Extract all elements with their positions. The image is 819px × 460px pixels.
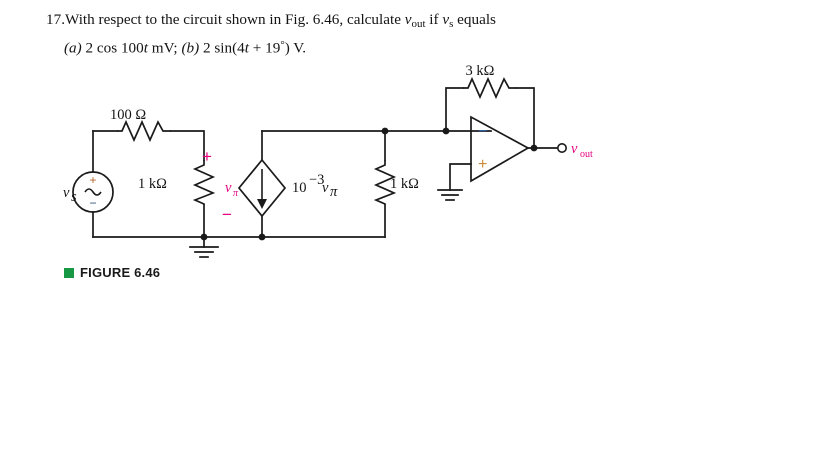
dependent-source-diamond: [237, 158, 287, 218]
vs-var: v: [442, 11, 450, 28]
output-terminal-open-circle: [556, 143, 567, 154]
problem-number: 17.: [46, 11, 65, 28]
circuit-diagram: 100 Ω + − v s 1 kΩ + v π − 10 −3 v π: [63, 63, 593, 258]
dependent-source-control-sub: π: [330, 184, 338, 200]
vs-sub: s: [449, 17, 454, 30]
part-b-units: ) V.: [284, 39, 307, 57]
node-dot-rpi-ground: [200, 233, 208, 241]
vs-plus-sign: +: [89, 173, 96, 187]
resistor-100-ohm-symbol: [117, 119, 171, 143]
resistor-100-ohm-label: 100 Ω: [110, 107, 146, 123]
vpi-plus-sign: +: [202, 147, 212, 166]
part-a-units: mV;: [147, 39, 182, 57]
resistor-rpi-label: 1 kΩ: [138, 176, 167, 192]
resistor-rpi-symbol: [192, 160, 216, 205]
vs-label-var: v: [63, 185, 70, 201]
dependent-source-control-var: v: [322, 180, 329, 196]
part-a-var: t: [143, 39, 148, 57]
dependent-source-arrow-head: [257, 199, 267, 209]
node-dot-feedback-tap: [442, 127, 450, 135]
part-b-degree: °: [280, 38, 285, 51]
problem-statement: 17.With respect to the circuit shown in …: [46, 9, 646, 58]
opamp-triangle-body: [470, 115, 530, 183]
part-b-var: t: [244, 39, 249, 57]
part-a-label: (a): [64, 39, 82, 57]
vout-label-var: v: [571, 141, 578, 157]
part-b-text2: + 19: [248, 39, 281, 57]
node-dot-depsrc-ground: [258, 233, 266, 241]
vout-label-sub: out: [580, 149, 593, 160]
voltage-source-vs-body: [72, 171, 114, 213]
vpi-minus-sign: −: [222, 205, 232, 224]
vs-label-sub: s: [71, 189, 77, 205]
resistor-rload-label: 1 kΩ: [390, 176, 419, 192]
vs-sine-wave-icon: [84, 188, 102, 196]
problem-text-a: With respect to the circuit shown in Fig…: [64, 11, 405, 28]
dependent-source-gain-exponent: −3: [309, 172, 324, 188]
resistor-rload-symbol: [373, 160, 397, 205]
problem-text-b: if: [425, 11, 443, 28]
problem-line-2: (a) 2 cos 100t mV; (b) 2 sin(4t + 19°) V…: [46, 35, 646, 59]
opamp-inverting-sign: −: [478, 123, 487, 140]
opamp-noninverting-sign: +: [478, 156, 487, 173]
problem-line-1: 17.With respect to the circuit shown in …: [46, 9, 646, 35]
vpi-label-sub: π: [233, 188, 239, 199]
vpi-label-var: v: [225, 180, 232, 196]
resistor-feedback-label: 3 kΩ: [466, 63, 495, 79]
node-dot-rload-top: [381, 127, 389, 135]
resistor-feedback-symbol: [463, 76, 517, 100]
figure-caption: FIGURE 6.46: [64, 265, 160, 280]
problem-text-c: equals: [453, 11, 496, 28]
wire-feedback-right: [516, 87, 535, 149]
wire-feedback-left: [445, 87, 464, 132]
vout-var: v: [404, 11, 412, 28]
part-a-text: 2 cos 100: [81, 39, 144, 57]
dependent-source-gain: 10: [292, 180, 307, 196]
node-dot-output: [530, 144, 538, 152]
figure-caption-text: FIGURE 6.46: [80, 265, 161, 280]
wire-r100-to-rpi: [170, 130, 205, 161]
wire-opamp-noninv-to-ground: [449, 163, 472, 191]
vs-minus-sign: −: [89, 196, 96, 210]
part-b-label: (b): [181, 39, 200, 57]
vout-sub: out: [411, 17, 426, 30]
part-b-text: 2 sin(4: [199, 39, 245, 57]
figure-marker-square: [64, 267, 74, 278]
